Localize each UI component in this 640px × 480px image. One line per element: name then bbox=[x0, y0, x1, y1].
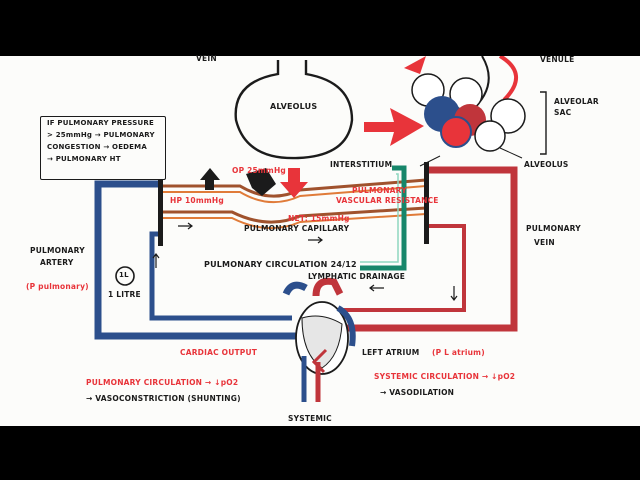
litre-circle-icon bbox=[115, 266, 135, 286]
net-label: NET: 15mmHg bbox=[288, 214, 350, 223]
capillary-bottom-wall bbox=[162, 206, 427, 224]
flow-arrow-icon bbox=[152, 253, 160, 268]
left-atrium-label: LEFT ATRIUM bbox=[362, 348, 420, 357]
net-arrow-icon bbox=[280, 168, 308, 198]
capillary-bottom-wall-inner bbox=[162, 213, 427, 230]
systemic-circulation-effect: SYSTEMIC CIRCULATION → ↓pO2 bbox=[374, 372, 516, 381]
pvr-label-line1: PULMONARY bbox=[352, 186, 407, 195]
vein-label-line2: VEIN bbox=[534, 238, 555, 247]
pulmonary-artery-inner bbox=[149, 231, 292, 321]
left-wall bbox=[158, 166, 163, 246]
pulmonary-pressure-box: IF PULMONARY PRESSURE > 25mmHg → PULMONA… bbox=[40, 116, 166, 180]
vein-top-label: VEIN bbox=[196, 54, 217, 63]
pointer-line bbox=[419, 155, 441, 167]
lymphatic-label: LYMPHATIC DRAINAGE bbox=[308, 272, 406, 281]
alveolus-balloon bbox=[234, 60, 354, 160]
venule-label: VENULE bbox=[540, 55, 575, 64]
alveolar-sac-label: ALVEOLAR SAC bbox=[554, 97, 599, 117]
box-line: CONGESTION → OEDEMA bbox=[47, 143, 147, 151]
flow-arrow-icon bbox=[308, 236, 323, 244]
heart-icon bbox=[282, 277, 356, 402]
vasodilation-label: → VASODILATION bbox=[380, 388, 455, 397]
alveolar-sac-cluster bbox=[411, 56, 526, 152]
pulmonary-artery-vessel bbox=[94, 180, 300, 340]
box-line: → PULMONARY HT bbox=[47, 155, 121, 163]
red-arrow-icon bbox=[404, 56, 426, 74]
systemic-label: SYSTEMIC bbox=[288, 414, 332, 423]
litre-circle-label: 1L bbox=[119, 271, 129, 279]
right-wall bbox=[424, 162, 429, 244]
pulmonary-vein-vessel bbox=[338, 166, 518, 332]
cardiac-output-label: CARDIAC OUTPUT bbox=[180, 348, 258, 357]
lymphatic-vessel-inner bbox=[360, 173, 399, 263]
artery-label-line2: ARTERY bbox=[40, 258, 74, 267]
capillary-top-wall-inner bbox=[162, 185, 427, 204]
flow-arrow-icon bbox=[450, 286, 458, 301]
artery-label-line1: PULMONARY bbox=[30, 246, 85, 255]
box-line: > 25mmHg → PULMONARY bbox=[47, 131, 155, 139]
whiteboard: VEIN VENULE ALVEOLUS ALVEOLAR SAC ALVEOL… bbox=[0, 54, 640, 426]
lymphatic-vessel bbox=[360, 165, 407, 271]
pointer-line bbox=[499, 147, 523, 159]
p-l-atrium-label: (P L atrium) bbox=[432, 348, 485, 357]
pulmonary-vein-inner bbox=[338, 224, 466, 312]
p-pulmonary-label: (P pulmonary) bbox=[26, 282, 89, 291]
box-line: IF PULMONARY PRESSURE bbox=[47, 119, 154, 127]
flow-arrow-icon bbox=[369, 284, 384, 292]
capillary-label: PULMONARY CAPILLARY bbox=[244, 224, 350, 233]
hp-label: HP 10mmHg bbox=[170, 196, 224, 205]
pvr-label-line2: VASCULAR RESISTANCE bbox=[336, 196, 439, 205]
litre-label: 1 LITRE bbox=[108, 290, 141, 299]
circulation-label: PULMONARY CIRCULATION 24/12 bbox=[204, 260, 357, 269]
interstitium-label: INTERSTITIUM bbox=[330, 160, 393, 169]
alveolus-label: ALVEOLUS bbox=[270, 102, 318, 111]
big-red-arrow-icon bbox=[364, 108, 424, 146]
op-arrow-icon bbox=[200, 168, 220, 190]
vasoconstriction-label: → VASOCONSTRICTION (SHUNTING) bbox=[86, 394, 241, 403]
inward-arrow-icon bbox=[246, 168, 276, 196]
alveolus-right-label: ALVEOLUS bbox=[524, 160, 569, 169]
vein-label-line1: PULMONARY bbox=[526, 224, 581, 233]
flow-arrow-icon bbox=[178, 222, 193, 230]
circulation-diagram bbox=[94, 56, 547, 402]
alveolar-sac-bracket bbox=[540, 91, 547, 155]
pulmonary-circulation-effect: PULMONARY CIRCULATION → ↓pO2 bbox=[86, 378, 239, 387]
op-label: OP 25mmHg bbox=[232, 166, 286, 175]
